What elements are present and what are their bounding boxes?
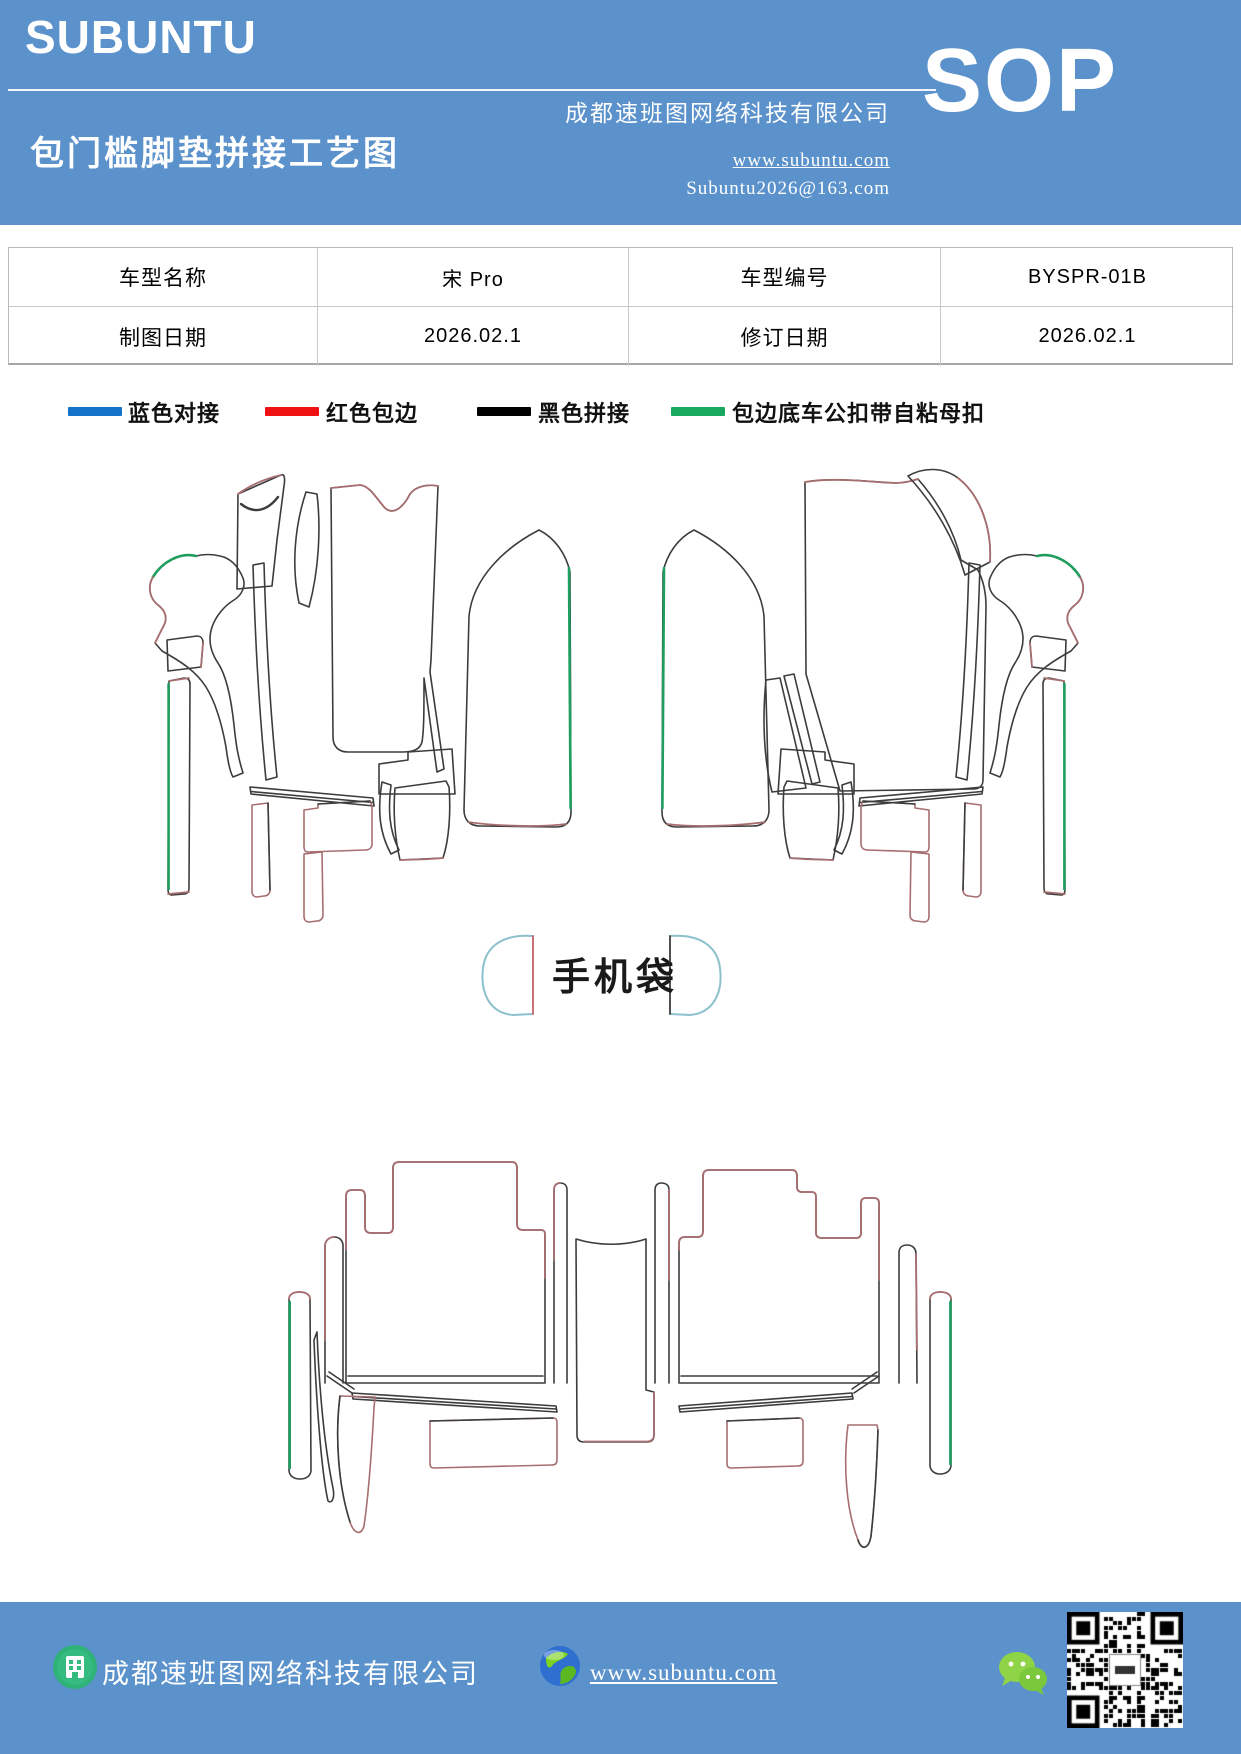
rear-mat-pattern-diagram xyxy=(288,1161,952,1548)
sop-badge: SOP xyxy=(922,31,1119,131)
legend-label-black: 黑色拼接 xyxy=(538,401,631,426)
cell-model-name-value: 宋 Pro xyxy=(318,248,629,307)
cell-revision-date-label: 修订日期 xyxy=(629,307,941,366)
legend-swatch-blue xyxy=(68,407,122,416)
page-title: 包门槛脚垫拼接工艺图 xyxy=(30,135,400,173)
cell-model-code-value: BYSPR-01B xyxy=(941,248,1234,307)
legend-swatch-black xyxy=(477,407,531,416)
vehicle-info-table: 车型名称 宋 Pro 车型编号 BYSPR-01B 制图日期 2026.02.1… xyxy=(8,247,1234,366)
legend-label-red: 红色包边 xyxy=(326,401,419,426)
header-email: Subuntu2026@163.com xyxy=(686,178,890,199)
qr-code xyxy=(1067,1612,1183,1728)
front-mat-pattern-diagram xyxy=(148,468,1085,1016)
footer-company-name: 成都速班图网络科技有限公司 xyxy=(102,1659,479,1689)
header-company-name: 成都速班图网络科技有限公司 xyxy=(565,101,890,126)
cell-revision-date-value: 2026.02.1 xyxy=(1038,325,1137,347)
phone-bag-label: 手机袋 xyxy=(552,957,679,999)
cell-draw-date-value: 2026.02.1 xyxy=(318,307,629,366)
header-divider xyxy=(8,89,936,91)
cell-draw-date-label: 制图日期 xyxy=(9,307,318,366)
header: SUBUNTU 包门槛脚垫拼接工艺图 成都速班图网络科技有限公司 www.sub… xyxy=(0,0,1241,225)
cell-model-code-label: 车型编号 xyxy=(629,248,941,307)
header-website-link[interactable]: www.subuntu.com xyxy=(732,150,890,171)
globe-icon xyxy=(540,1646,580,1686)
footer-website-link[interactable]: www.subuntu.com xyxy=(590,1660,778,1685)
legend-swatch-green xyxy=(671,407,725,416)
building-icon xyxy=(53,1645,97,1689)
cell-model-name-label: 车型名称 xyxy=(9,248,318,307)
legend-label-green: 包边底车公扣带自粘母扣 xyxy=(732,401,986,426)
legend-label-blue: 蓝色对接 xyxy=(128,401,221,426)
brand-logo: SUBUNTU xyxy=(25,11,257,63)
wechat-icon[interactable] xyxy=(995,1648,1051,1700)
legend-swatch-red xyxy=(265,407,319,416)
